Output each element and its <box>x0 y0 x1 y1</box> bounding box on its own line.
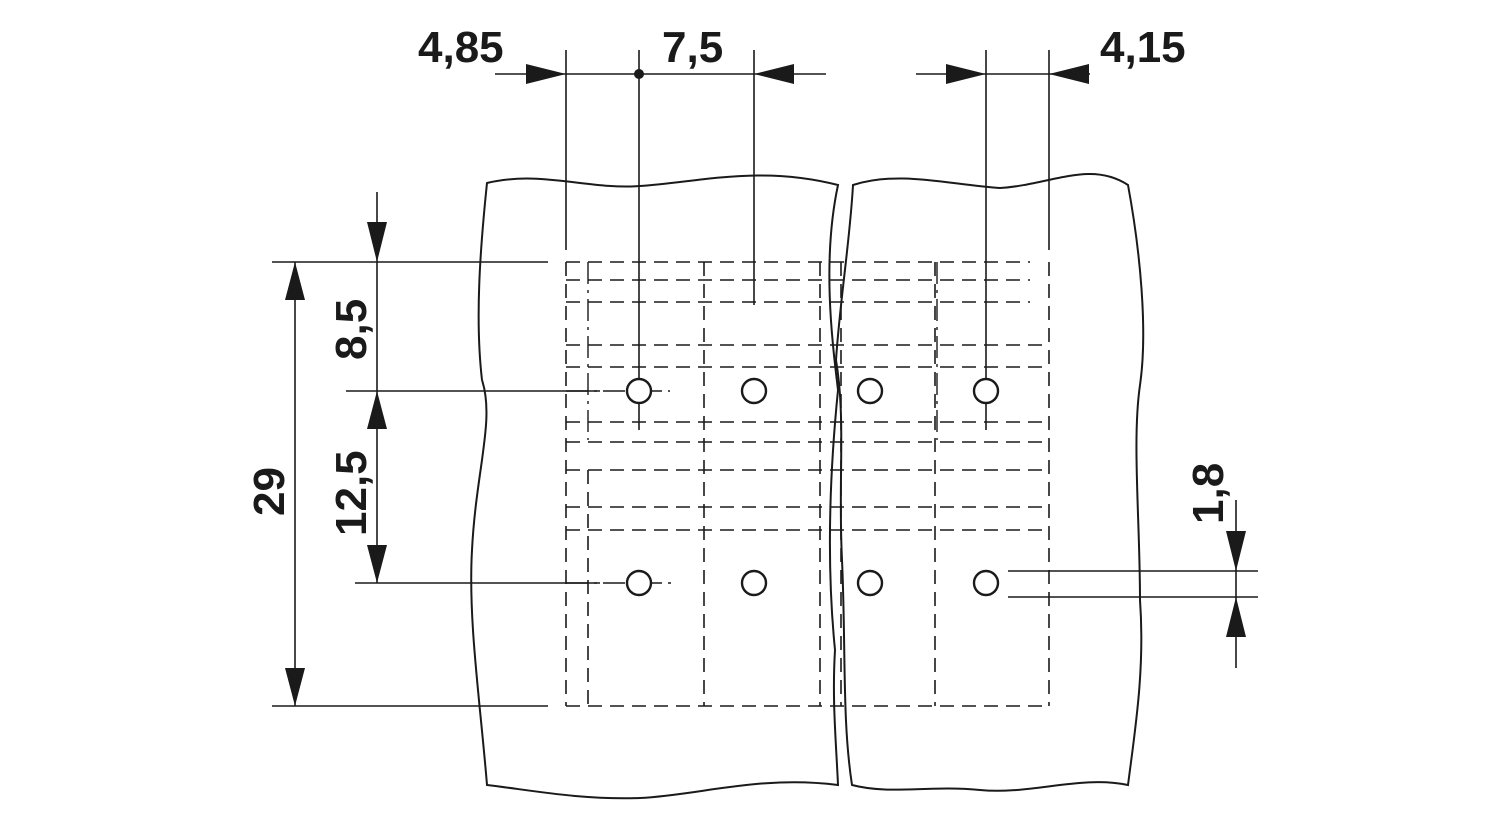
dim-label-row-pitch: 12,5 <box>327 450 376 536</box>
hole-r2-c1 <box>625 569 653 597</box>
right-block-outline <box>834 173 1145 792</box>
hole-r1-c3 <box>856 377 884 405</box>
dim-origin-dot <box>634 69 644 79</box>
hole-r2-c4 <box>972 569 1000 597</box>
footprint-grid <box>565 261 1050 707</box>
hole-r2-c3 <box>856 569 884 597</box>
arrow-right-offset-b <box>1049 64 1089 84</box>
arrow-left-offset <box>526 64 566 84</box>
arrow-right-offset-a <box>946 64 986 84</box>
dim-label-left-offset: 4,85 <box>418 23 504 72</box>
dim-label-row1-height: 8,5 <box>327 299 376 360</box>
hole-r1-c4 <box>972 377 1000 405</box>
left-block-outline <box>470 174 840 800</box>
hole-r1-c2 <box>740 377 768 405</box>
arrow-total-bottom <box>285 668 305 706</box>
arrow-row1-bottom <box>367 391 387 429</box>
dim-label-pitch: 7,5 <box>662 23 723 72</box>
dim-label-hole-diameter: 1,8 <box>1184 463 1233 524</box>
arrow-row1-top <box>367 222 387 262</box>
hole-r2-c2 <box>740 569 768 597</box>
dim-label-total-height: 29 <box>245 467 294 516</box>
dim-label-right-offset: 4,15 <box>1100 23 1186 72</box>
arrow-pitch <box>754 64 794 84</box>
arrow-total-top <box>285 262 305 300</box>
arrow-row2-bottom <box>367 545 387 583</box>
arrow-hole-top <box>1226 531 1246 571</box>
hole-r1-c1 <box>625 377 653 405</box>
arrow-hole-bottom <box>1226 597 1246 637</box>
